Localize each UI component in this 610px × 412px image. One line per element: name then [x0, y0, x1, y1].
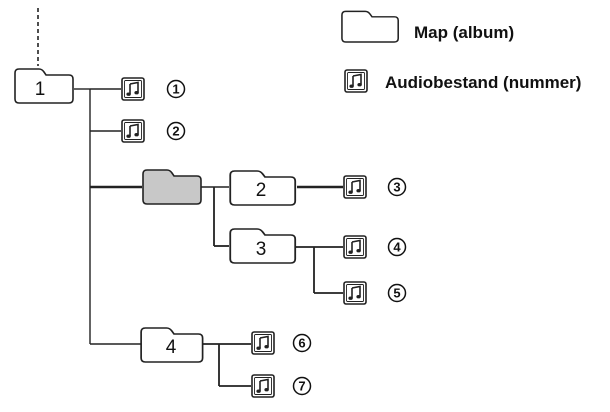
track-number: 7 [298, 379, 305, 394]
track-number-badge [292, 333, 312, 353]
track-number: 1 [172, 82, 179, 97]
music-note-icon [344, 69, 368, 93]
legend-file-label: Audiobestand (nummer) [385, 73, 581, 92]
track-4: 4 [343, 235, 407, 259]
music-note-icon [121, 77, 145, 101]
music-note-icon [343, 281, 367, 305]
folder-label: 3 [256, 239, 267, 260]
music-note-icon [343, 235, 367, 259]
track-7: 7 [251, 374, 312, 398]
track-6: 6 [251, 331, 312, 355]
track-number: 6 [298, 336, 305, 351]
legend: Map (album) Audiobestand (nummer) [341, 10, 581, 93]
track-number: 2 [172, 124, 179, 139]
folder-4: 4 [140, 327, 204, 363]
folder-label: 4 [166, 337, 177, 358]
folder-label: 2 [256, 180, 267, 201]
track-2: 2 [121, 119, 186, 143]
track-number-badge [387, 237, 407, 257]
track-1: 1 [121, 77, 186, 101]
track-3: 3 [343, 175, 407, 199]
folder-icon [142, 169, 202, 205]
folder-3: 3 [229, 228, 297, 264]
music-note-icon [121, 119, 145, 143]
folder-2: 2 [229, 170, 297, 206]
folder-icon [341, 10, 399, 43]
folder-1: 1 [14, 68, 74, 104]
track-number-badge [166, 79, 186, 99]
track-number-badge [387, 283, 407, 303]
tree-connectors [37, 8, 343, 387]
folder-unnamed [142, 169, 202, 205]
track-number-badge [292, 376, 312, 396]
music-note-icon [251, 331, 275, 355]
legend-folder-label: Map (album) [414, 23, 514, 42]
track-number: 5 [393, 286, 400, 301]
legend-file-item: Audiobestand (nummer) [344, 69, 581, 93]
track-number: 4 [393, 240, 401, 255]
track-number-badge [387, 177, 407, 197]
track-number-badge [166, 121, 186, 141]
legend-folder-item: Map (album) [341, 10, 514, 43]
music-note-icon [251, 374, 275, 398]
folder-label: 1 [35, 79, 46, 100]
track-number: 3 [393, 180, 400, 195]
music-note-icon [343, 175, 367, 199]
track-5: 5 [343, 281, 407, 305]
